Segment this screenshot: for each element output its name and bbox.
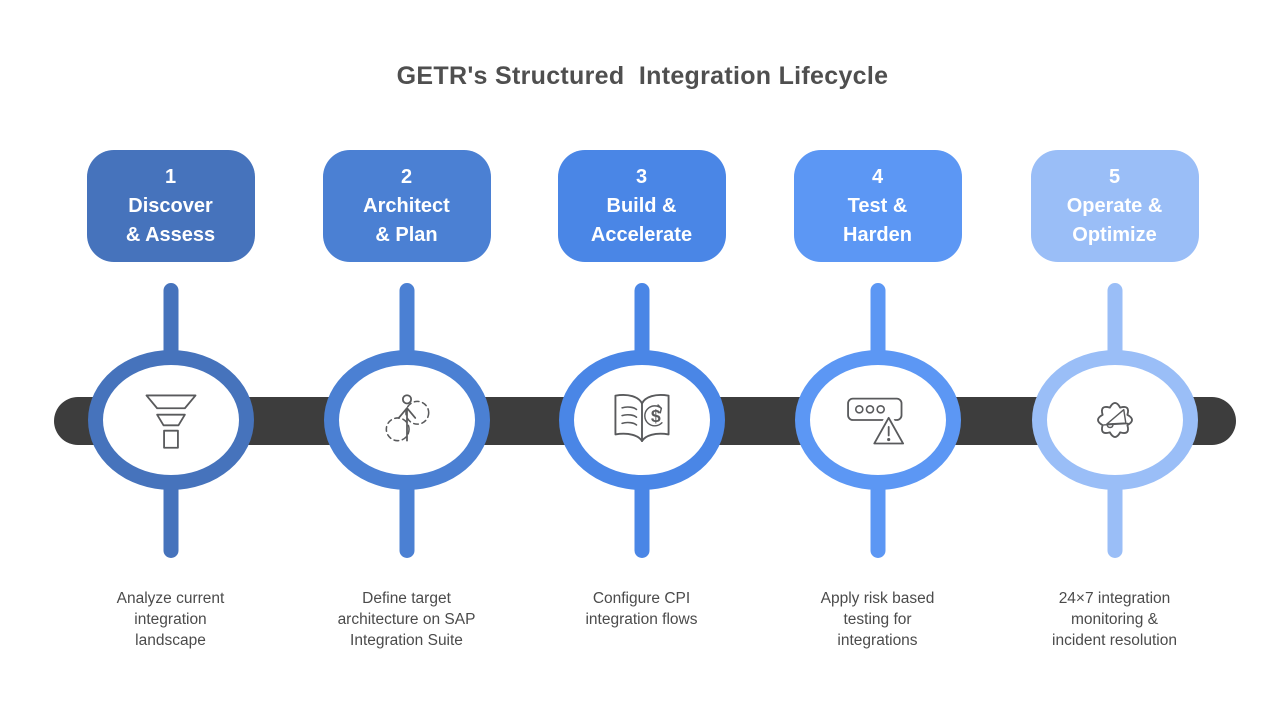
stage-circle: [1031, 350, 1198, 490]
stage-number: 3: [635, 165, 648, 188]
stage-1: 1 Discover & Assess Analyze current inte…: [52, 0, 289, 716]
stage-circle: $: [558, 350, 725, 490]
stage-badge: 2 Architect & Plan: [322, 150, 491, 262]
stage-description: Apply risk based testing for integration…: [820, 590, 935, 649]
stage-circle: [794, 350, 961, 490]
stage-label: Architect & Plan: [363, 194, 450, 246]
stage-4: 4 Test & Harden Apply risk based testing…: [759, 0, 996, 716]
stage-description: Analyze current integration landscape: [116, 590, 225, 649]
stage-description: 24×7 integration monitoring & incident r…: [1052, 590, 1177, 649]
stage-description: Configure CPI integration flows: [585, 590, 698, 628]
stage-label: Operate & Optimize: [1066, 194, 1163, 246]
svg-text:$: $: [650, 406, 660, 426]
book-dollar-icon: $: [613, 394, 670, 442]
stage-2: 2 Architect & Plan Define target archite…: [288, 0, 525, 716]
gear-megaphone-icon: [1096, 402, 1133, 438]
stage-description: Define target architecture on SAP Integr…: [337, 590, 476, 649]
stage-label: Discover & Assess: [125, 194, 216, 246]
stage-number: 5: [1108, 165, 1121, 188]
funnel-icon: [145, 394, 196, 449]
stage-circle: [323, 350, 490, 490]
stage-badge: 4 Test & Harden: [793, 150, 962, 262]
stage-label: Test & Harden: [843, 194, 912, 246]
stage-number: 1: [164, 165, 177, 188]
stage-circle: [87, 350, 254, 490]
stage-badge: 1 Discover & Assess: [86, 150, 255, 262]
stage-3: 3 Build & Accelerate $ Configure CPI int…: [523, 0, 760, 716]
password-warning-icon: [846, 397, 907, 448]
stage-number: 2: [400, 165, 413, 188]
stage-5: 5 Operate & Optimize 24×7 integration mo…: [996, 0, 1233, 716]
growth-plan-icon: [385, 394, 429, 442]
stage-label: Build & Accelerate: [590, 194, 693, 246]
stage-badge: 5 Operate & Optimize: [1030, 150, 1199, 262]
stage-number: 4: [871, 165, 884, 188]
page-title: GETR's Structured Integration Lifecycle: [396, 62, 889, 90]
stage-badge: 3 Build & Accelerate: [557, 150, 726, 262]
